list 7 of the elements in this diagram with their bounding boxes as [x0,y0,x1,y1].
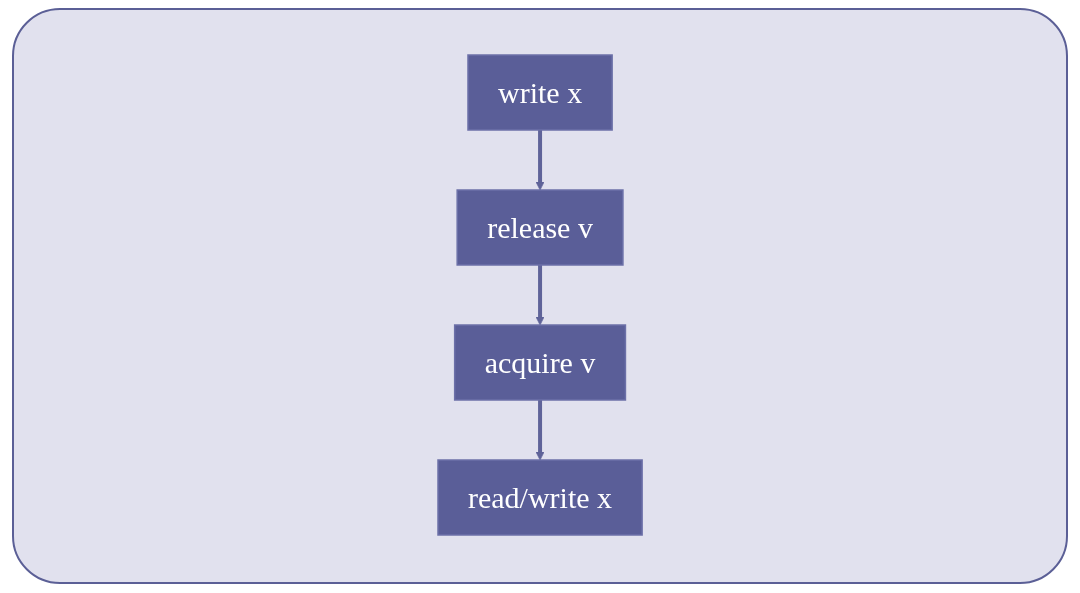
arrow [535,130,545,191]
arrow [535,265,545,326]
node-box: write x [467,54,613,131]
node-box: read/write x [437,459,643,536]
node-box: release v [456,189,624,266]
node-box: acquire v [453,324,627,401]
arrow [535,400,545,461]
